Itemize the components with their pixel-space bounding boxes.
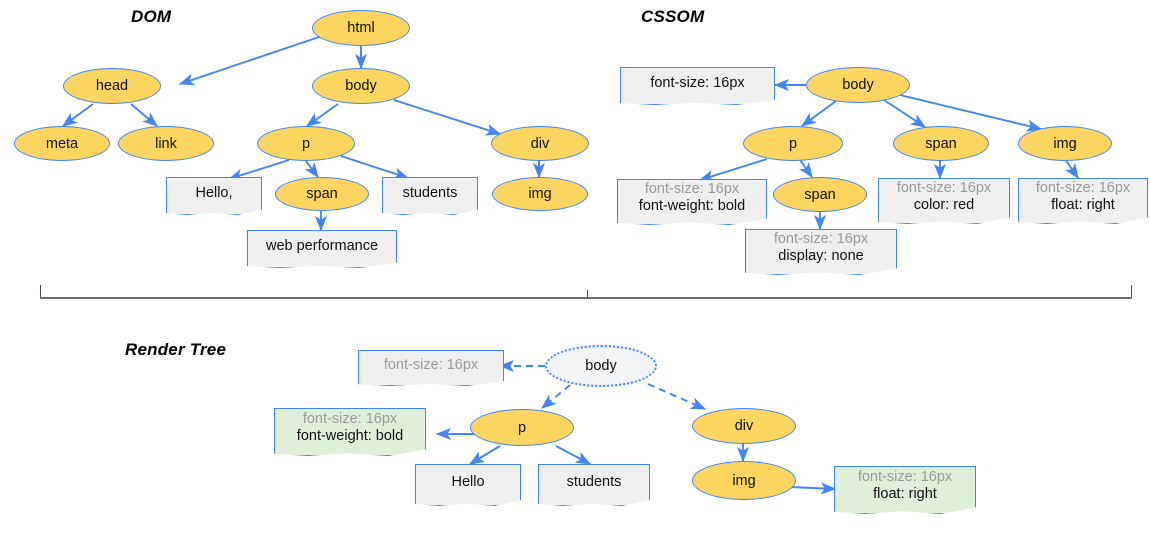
cssom-rule-span-inner-line-2: display: none [778, 248, 864, 264]
divider-tick-center [587, 290, 588, 298]
dom-node-meta[interactable]: meta [14, 126, 110, 161]
cssom-rule-span-line-1: font-size: 16px [896, 179, 992, 196]
edge-cssom-body-span2 [883, 99, 926, 128]
section-title-render-tree: Render Tree [125, 340, 227, 359]
rt-text-hello[interactable]: Hello [415, 464, 521, 506]
dom-node-html[interactable]: html [312, 10, 410, 46]
edge-rt-body-div [647, 383, 707, 410]
rt-rule-p-line-1: font-size: 16px [302, 410, 398, 427]
section-title-dom: DOM [131, 7, 172, 26]
dom-text-web-performance-label: web performance [265, 238, 379, 255]
cssom-rule-span-inner-line-1: font-size: 16px [773, 230, 869, 247]
divider-tick-right [1131, 285, 1132, 297]
rt-node-div[interactable]: div [692, 408, 796, 444]
dom-text-hello[interactable]: Hello, [166, 177, 262, 215]
edge-dom-body-div [393, 99, 502, 136]
section-title-cssom: CSSOM [641, 7, 705, 26]
cssom-rule-p[interactable]: font-size: 16px font-weight: bold [617, 179, 767, 225]
rt-text-students[interactable]: students [538, 464, 650, 506]
cssom-rule-body[interactable]: font-size: 16px [620, 67, 775, 105]
cssom-node-p[interactable]: p [743, 126, 843, 161]
edge-dom-body-p [306, 103, 339, 127]
edge-cssom-p-rp [698, 158, 768, 182]
cssom-node-span-inner[interactable]: span [773, 177, 867, 212]
dom-node-img[interactable]: img [492, 177, 588, 211]
dom-text-web-performance[interactable]: web performance [247, 230, 397, 268]
divider-tick-left [40, 285, 41, 297]
edge-dom-p-students [340, 155, 410, 180]
edge-cssom-body-img [899, 94, 1043, 132]
cssom-rule-img-line-2: float: right [1051, 197, 1115, 213]
section-divider [40, 297, 1132, 299]
rt-text-students-label: students [566, 474, 622, 491]
rt-rule-p[interactable]: font-size: 16px font-weight: bold [274, 408, 426, 456]
edge-dom-p-span [304, 160, 319, 178]
cssom-node-span[interactable]: span [893, 126, 989, 161]
cssom-rule-img-line-1: font-size: 16px [1035, 179, 1131, 196]
cssom-rule-span-line-2: color: red [913, 197, 975, 213]
rt-rule-img-line-1: font-size: 16px [857, 468, 953, 485]
dom-node-div[interactable]: div [491, 126, 589, 161]
dom-node-link[interactable]: link [118, 126, 214, 161]
dom-text-students[interactable]: students [382, 177, 478, 215]
dom-node-span[interactable]: span [275, 177, 369, 211]
cssom-rule-body-line-1: font-size: 16px [650, 75, 745, 92]
edge-rt-img-rimg [789, 482, 837, 495]
edge-cssom-body-p [801, 100, 837, 127]
rt-rule-img-line-2: float: right [873, 486, 937, 502]
cssom-rule-p-line-2: font-weight: bold [638, 198, 746, 214]
edge-rt-body-p [541, 384, 571, 409]
rt-text-hello-label: Hello [451, 474, 485, 491]
edge-cssom-img-rimg [1064, 158, 1079, 179]
cssom-rule-p-line-1: font-size: 16px [644, 180, 740, 197]
dom-text-hello-label: Hello, [195, 185, 233, 202]
dom-node-body[interactable]: body [312, 68, 410, 104]
rt-rule-p-line-2: font-weight: bold [296, 428, 404, 444]
cssom-node-body[interactable]: body [806, 67, 910, 103]
rt-node-p[interactable]: p [470, 409, 574, 446]
cssom-rule-img[interactable]: font-size: 16px float: right [1018, 178, 1148, 224]
dom-node-p[interactable]: p [257, 126, 355, 161]
rt-rule-body[interactable]: font-size: 16px [358, 350, 504, 386]
rt-node-img[interactable]: img [692, 461, 796, 500]
dom-node-head[interactable]: head [63, 68, 161, 104]
dom-text-students-label: students [402, 185, 458, 202]
cssom-rule-span[interactable]: font-size: 16px color: red [878, 178, 1010, 224]
rt-node-body[interactable]: body [545, 345, 657, 387]
edge-dom-head-link [130, 103, 158, 127]
edge-dom-head-meta [62, 103, 94, 127]
edge-cssom-p-span1 [798, 159, 813, 178]
rt-rule-img[interactable]: font-size: 16px float: right [834, 466, 976, 514]
rt-rule-body-line-1: font-size: 16px [383, 357, 479, 374]
edge-rt-p-hello [469, 445, 501, 465]
edge-rt-p-students [555, 445, 592, 465]
cssom-node-img[interactable]: img [1018, 126, 1112, 161]
cssom-rule-span-inner[interactable]: font-size: 16px display: none [745, 229, 897, 275]
edge-dom-html-head [178, 35, 323, 86]
